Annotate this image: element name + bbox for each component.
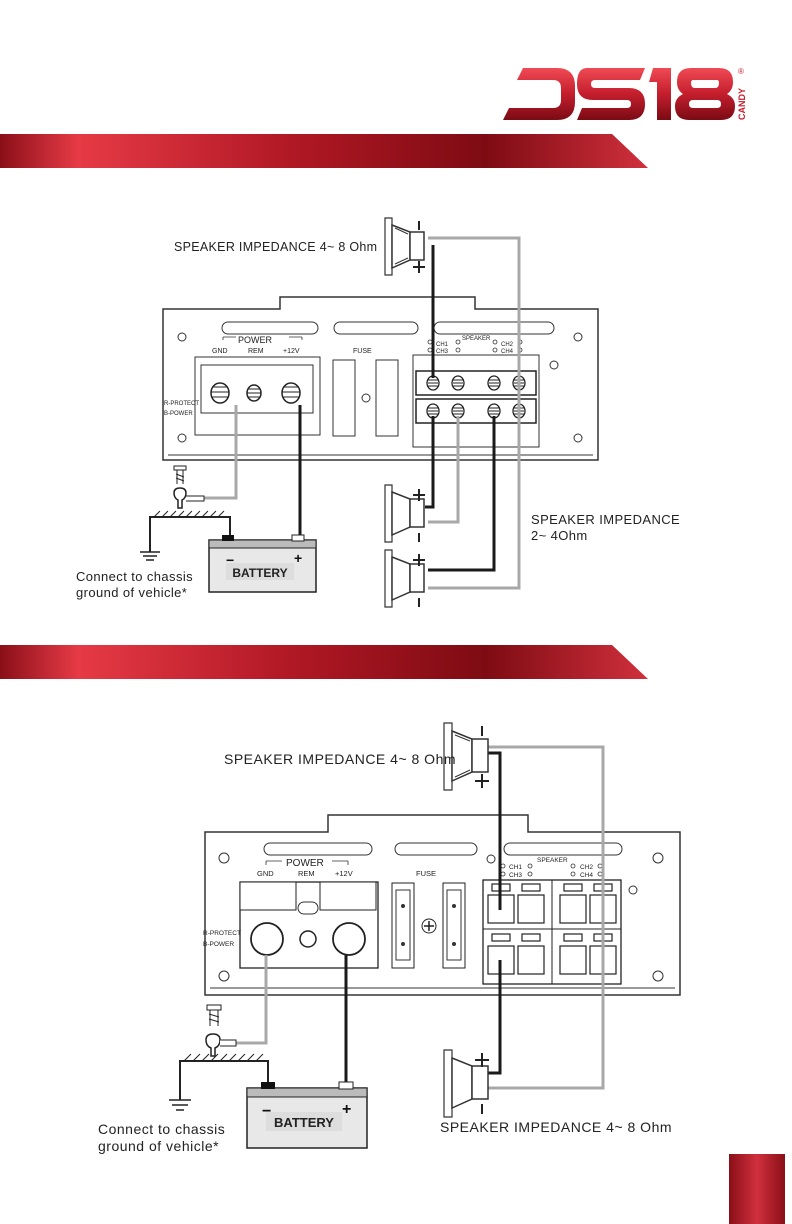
wires-2 [232, 745, 605, 1090]
speaker-impedance-bottom-2: SPEAKER IMPEDANCE 4~ 8 Ohm [440, 1119, 673, 1135]
speaker-label-2: SPEAKER [537, 857, 568, 864]
ch1-label-2: CH1 [509, 864, 522, 871]
section-banner-1 [0, 134, 648, 168]
ch3-label-2: CH3 [509, 872, 522, 879]
amplifier-1 [162, 296, 599, 461]
spk-box-2 [517, 894, 545, 924]
speaker-3-bottom [384, 549, 425, 608]
speaker-terminal-1 [426, 375, 440, 391]
fuse-block-2 [391, 882, 466, 969]
speaker-label: SPEAKER [462, 336, 491, 342]
r-protect-label-2: R-PROTECT [203, 930, 241, 937]
chassis-note-1: Connect to chassis ground of vehicle* [76, 569, 193, 601]
terminal-12v [281, 382, 301, 404]
battery-label-2: BATTERY [274, 1115, 334, 1130]
fuse-2 [375, 359, 399, 437]
terminal-gnd-2 [250, 922, 284, 956]
speaker-5-bottom [443, 1049, 489, 1118]
fuse-label-2: FUSE [416, 869, 436, 878]
power-label-2: POWER [286, 858, 324, 869]
speaker-terminal-7 [487, 403, 501, 419]
b-power-label: B-POWER [164, 411, 193, 417]
speaker-terminal-5 [426, 403, 440, 419]
brand-candy: CANDY [737, 88, 747, 120]
speaker-impedance-top-2: SPEAKER IMPEDANCE 4~ 8 Ohm [224, 751, 457, 767]
ch4-label: CH4 [501, 349, 514, 355]
terminal-rem [246, 384, 262, 402]
speaker-terminal-2 [451, 375, 465, 391]
spk-box-7 [559, 945, 587, 975]
page-tab [729, 1154, 785, 1224]
speaker-impedance-right-1: SPEAKER IMPEDANCE 2~ 4Ohm [531, 512, 680, 544]
fuse-label: FUSE [353, 348, 372, 355]
v12-label: +12V [283, 348, 300, 355]
ch2-label-2: CH2 [580, 864, 593, 871]
brand-logo: CANDY ® [503, 67, 747, 120]
battery-label: BATTERY [232, 566, 287, 580]
power-label: POWER [238, 335, 273, 345]
speaker-1-top [384, 217, 425, 276]
brand-registered: ® [738, 67, 744, 76]
amplifier-2 [204, 814, 681, 996]
speaker-2-middle [384, 484, 425, 543]
b-power-label-2: B-POWER [203, 941, 234, 948]
gnd-label-2: GND [257, 869, 274, 878]
ch3-label: CH3 [436, 349, 449, 355]
battery-1: − + BATTERY [208, 534, 317, 593]
section-banner-2 [0, 645, 648, 679]
battery-2: − + BATTERY [246, 1081, 368, 1149]
svg-text:−: − [226, 552, 234, 568]
terminal-12v-2 [332, 922, 366, 956]
fuse-1 [332, 359, 356, 437]
chassis-note-2-line1: Connect to chassis [98, 1121, 226, 1137]
ch1-label: CH1 [436, 342, 449, 348]
ground-2 [169, 1004, 269, 1111]
ch2-label: CH2 [501, 342, 514, 348]
chassis-note-line1: Connect to chassis [76, 569, 194, 584]
gnd-label: GND [212, 348, 228, 355]
rem-label: REM [248, 348, 264, 355]
wires-1 [203, 236, 521, 590]
svg-text:+: + [294, 550, 302, 566]
speaker-4-top [443, 722, 489, 791]
ch4-label-2: CH4 [580, 872, 593, 879]
r-protect-label: R-PROTECT [164, 401, 199, 407]
wiring-diagram-2: − + BATTERY POWER GND REM +12V FUSE SPEA… [169, 722, 681, 1149]
svg-text:−: − [262, 1103, 271, 1120]
speaker-impedance-right-line2: 2~ 4Ohm [531, 528, 588, 543]
rem-label-2: REM [298, 869, 315, 878]
ground-1 [140, 465, 231, 561]
speaker-terminal-3 [487, 375, 501, 391]
spk-box-3 [559, 894, 587, 924]
chassis-note-2-line2: ground of vehicle* [98, 1138, 220, 1154]
wiring-diagram-1: − + BATTERY POWER GND REM +12V FUSE SPEA… [140, 217, 599, 608]
terminal-rem-2 [299, 930, 317, 948]
speaker-terminal-6 [451, 403, 465, 419]
chassis-note-2: Connect to chassis ground of vehicle* [98, 1121, 225, 1155]
svg-text:+: + [342, 1101, 351, 1118]
speaker-impedance-right-line1: SPEAKER IMPEDANCE [531, 512, 681, 527]
terminal-gnd [210, 382, 230, 404]
spk-box-6 [517, 945, 545, 975]
v12-label-2: +12V [335, 869, 353, 878]
speaker-impedance-top-1: SPEAKER IMPEDANCE 4~ 8 Ohm [174, 240, 378, 254]
chassis-note-line2: ground of vehicle* [76, 585, 188, 600]
